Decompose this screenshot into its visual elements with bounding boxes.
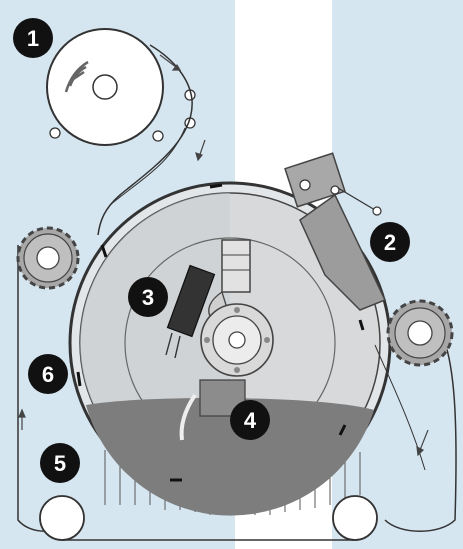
arrow-icon [171,63,182,71]
sensor-body [166,264,216,338]
supply-roll [46,28,196,146]
guide-roller-small-1 [49,127,61,139]
dip-assembly [179,379,246,441]
web-path-feed [97,44,193,236]
marker-badge-1: 1 [13,18,53,58]
bottom-left-roller-icon [39,495,85,541]
blade-pivot [299,179,311,191]
valve-stem [221,239,251,293]
left-gear-hub [36,246,60,270]
marker-label-6: 6 [42,362,54,387]
hub-bolt-4 [204,337,210,343]
supply-roll-core [92,74,118,100]
left-gear-icon [16,226,80,290]
marker-badge-5: 5 [40,443,80,483]
hub-bolt-2 [264,337,270,343]
supply-roll-texture [64,60,89,93]
blade-spring-end [372,206,382,216]
arrow-icon [18,408,26,418]
marker-badge-6: 6 [28,354,68,394]
drum-edge-marks [76,183,365,482]
marker-label-4: 4 [244,408,257,433]
doctor-blade-assembly [284,152,387,311]
blade-spring [337,187,376,211]
arrow-icon [416,445,425,457]
marker-label-3: 3 [142,285,154,310]
direction-arrows [18,54,429,457]
marker-label-1: 1 [27,26,39,51]
hub-bolt-3 [234,367,240,373]
marker-label-5: 5 [54,451,66,476]
blade-pivot-2 [330,185,340,195]
hub-center [228,331,246,349]
marker-badge-3: 3 [128,277,168,317]
center-hub-assembly [200,239,274,377]
sensor-probe [165,264,216,359]
right-gear-hub [407,320,433,346]
dip-tube [179,393,197,441]
web-path-feed-inner [109,127,186,206]
guide-roller-small-2 [152,130,164,142]
right-gear-icon [386,299,454,367]
liquid-bath [86,398,374,516]
blade-arm [299,193,387,311]
sensor-lead-2 [174,335,181,359]
bottom-right-roller-icon [332,495,378,541]
marker-badge-4: 4 [230,400,270,440]
arrow-icon [195,152,204,162]
marker-label-2: 2 [384,230,396,255]
sensor-lead-1 [165,332,173,356]
web-path-right [384,329,457,532]
marker-badge-2: 2 [370,222,410,262]
blade-holder [284,152,346,208]
hub-bolt-1 [234,307,240,313]
